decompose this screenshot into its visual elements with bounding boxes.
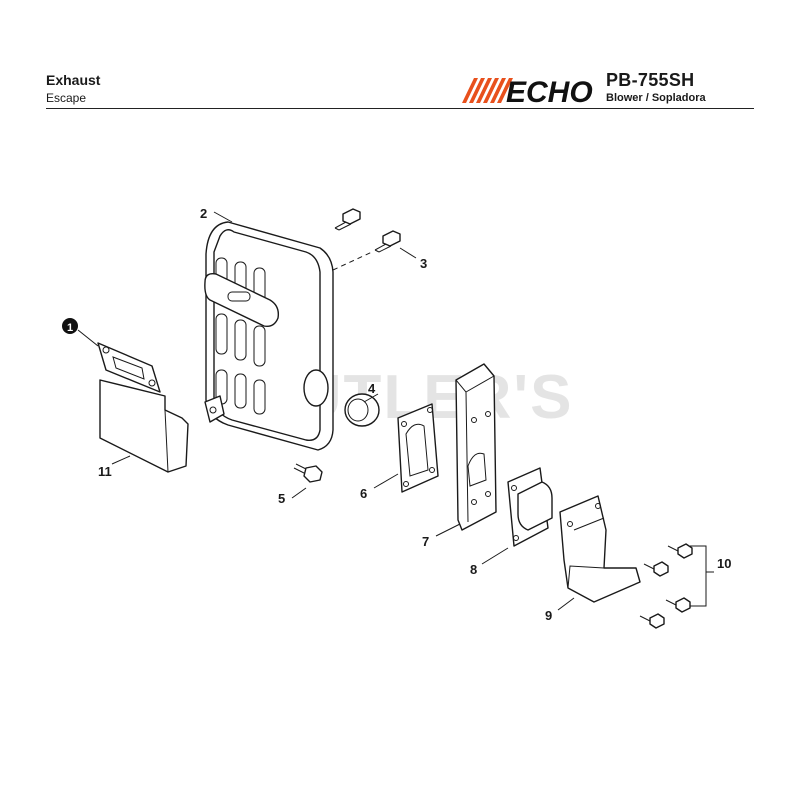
- callout-6: 6: [360, 486, 367, 501]
- part-8-spark-arrestor: [507, 467, 553, 547]
- callout-11: 11: [98, 464, 112, 479]
- part-4-bushing: [344, 393, 380, 427]
- part-5-bolt: [293, 463, 323, 483]
- callout-10: 10: [717, 556, 731, 571]
- header-divider: [46, 108, 754, 109]
- logo-stripes: [462, 78, 513, 103]
- part-7-plate: [455, 363, 497, 531]
- part-11-heat-shield: [99, 379, 189, 473]
- part-3-bolt: [334, 208, 361, 231]
- section-title: Exhaust: [46, 72, 101, 88]
- callout-5: 5: [278, 491, 285, 506]
- model-number: PB-755SH: [606, 70, 695, 90]
- callout-1-marker: [62, 318, 78, 334]
- echo-logo: ECHO: [462, 76, 593, 109]
- part-3-bolt: [374, 230, 401, 253]
- callout-8: 8: [470, 562, 477, 577]
- model-description: Blower / Sopladora: [606, 92, 706, 104]
- part-9-bracket: [559, 495, 641, 603]
- leader-lines: [77, 211, 714, 611]
- part-10-bolt: [665, 597, 691, 613]
- logo-wordmark: ECHO: [506, 76, 593, 109]
- part-10-bolt: [643, 561, 669, 577]
- callout-1: 1: [67, 322, 73, 334]
- part-2-muffler: [204, 221, 334, 451]
- callout-9: 9: [545, 608, 552, 623]
- callout-4: 4: [368, 381, 376, 396]
- part-6-gasket: [397, 403, 439, 493]
- part-10-bolt: [639, 613, 665, 629]
- part-1-gasket: [97, 342, 161, 393]
- section-subtitle: Escape: [46, 91, 87, 105]
- callout-3: 3: [420, 256, 427, 271]
- callout-7: 7: [422, 534, 429, 549]
- callout-2: 2: [200, 206, 207, 221]
- part-10-bolt: [667, 543, 693, 559]
